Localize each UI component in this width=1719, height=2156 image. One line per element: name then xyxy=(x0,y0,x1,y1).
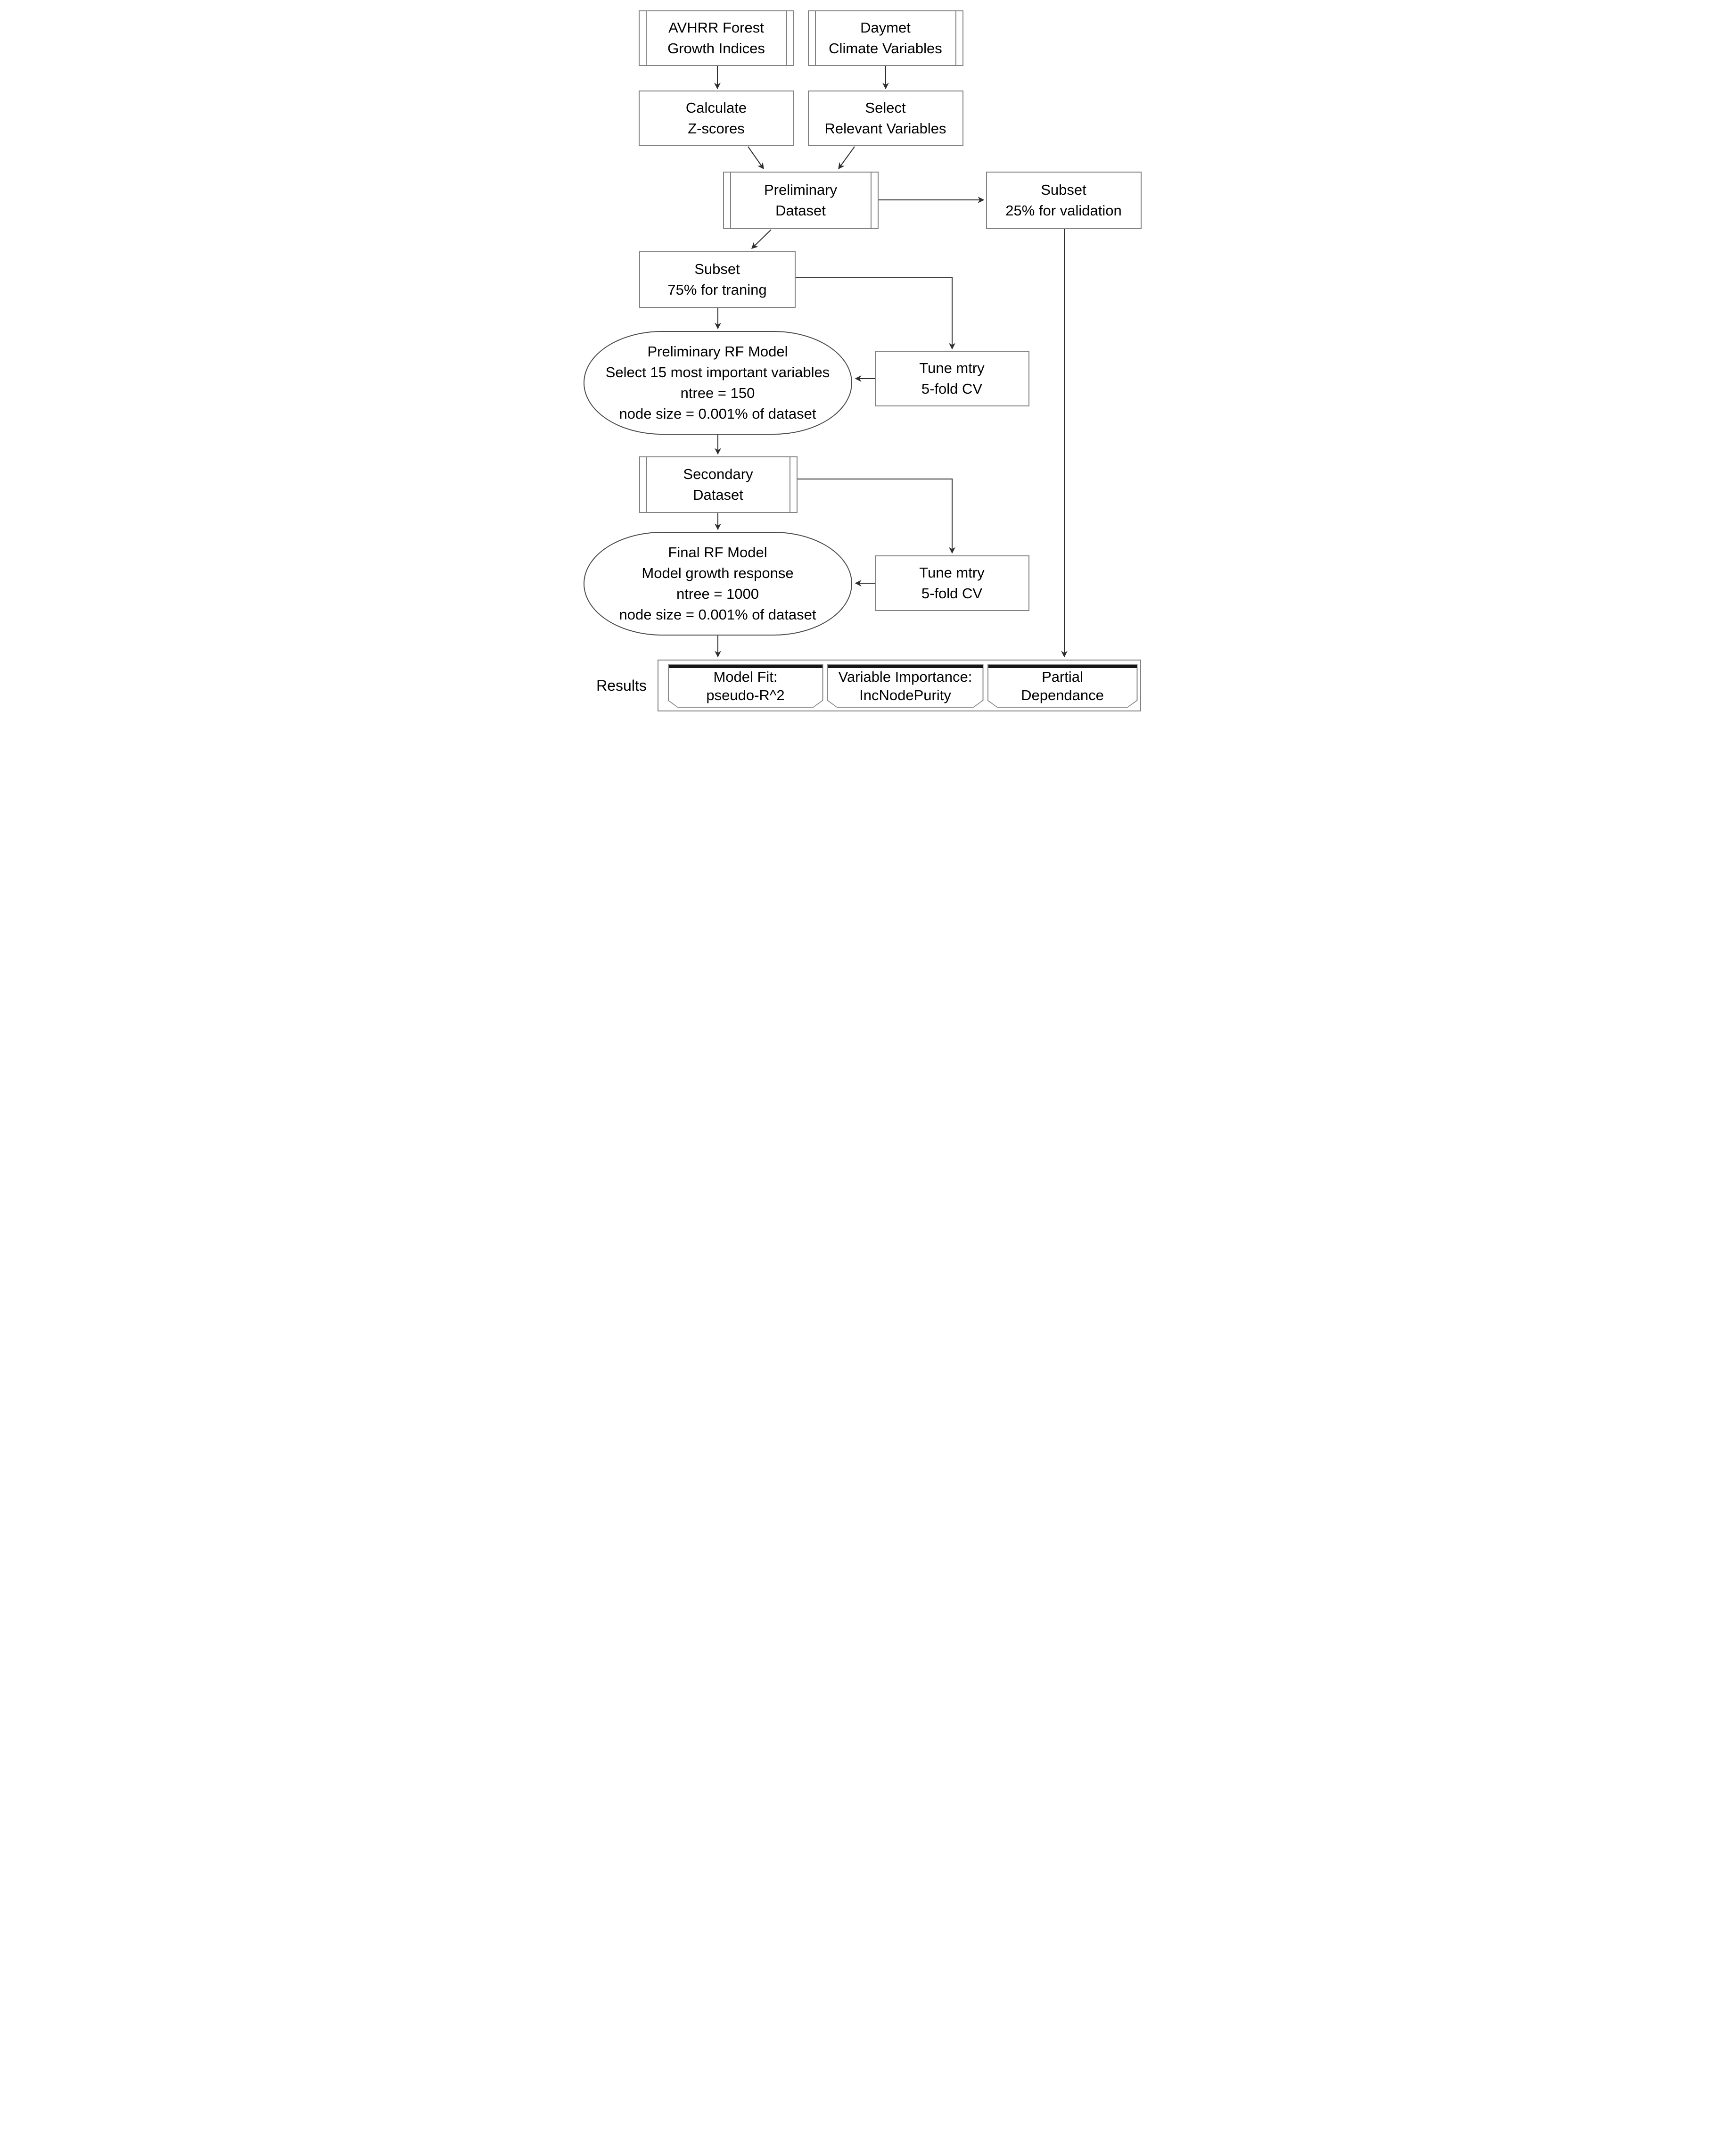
card-label-line: Variable Importance: xyxy=(838,669,972,685)
card-label-line: Dependance xyxy=(1021,687,1104,703)
node-label-line: Model growth response xyxy=(642,565,794,581)
node-label-line: 5-fold CV xyxy=(921,380,983,397)
connector-preliminary-dataset-to-subset-training xyxy=(751,229,772,249)
node-label-line: Dataset xyxy=(693,487,743,503)
node-label-line: Tune mtry xyxy=(919,360,985,376)
node-label-line: node size = 0.001% of dataset xyxy=(619,606,816,623)
card-label-line: Partial xyxy=(1042,669,1083,685)
connector-calculate-to-preliminary-dataset xyxy=(747,146,764,170)
card-top-bar xyxy=(828,665,983,668)
node-secondary-dataset: Secondary Dataset xyxy=(639,456,798,513)
result-card-model-fit: Model Fit: pseudo-R^2 xyxy=(668,664,823,708)
flowchart-canvas: AVHRR Forest Growth Indices Daymet Clima… xyxy=(573,0,1146,719)
results-label: Results xyxy=(596,677,647,694)
node-label-line: Z-scores xyxy=(688,120,745,137)
node-label-line: ntree = 1000 xyxy=(676,586,759,602)
node-preliminary-dataset: Preliminary Dataset xyxy=(723,172,879,229)
node-label-line: Preliminary RF Model xyxy=(647,343,788,360)
node-label-line: Select 15 most important variables xyxy=(605,364,830,380)
node-tune-mtry-2: Tune mtry 5-fold CV xyxy=(874,555,1029,611)
node-subset-75-training: Subset 75% for traning xyxy=(639,251,796,308)
node-preliminary-rf-model: Preliminary RF Model Select 15 most impo… xyxy=(583,331,852,435)
card-top-bar xyxy=(668,665,822,668)
connector-select-to-preliminary-dataset xyxy=(838,146,855,170)
card-label-line: Model Fit: xyxy=(713,669,778,685)
results-container: Model Fit: pseudo-R^2 Variable Importanc… xyxy=(657,660,1141,711)
node-final-rf-model: Final RF Model Model growth response ntr… xyxy=(583,532,852,636)
node-label-line: AVHRR Forest xyxy=(668,19,764,36)
node-label-line: Climate Variables xyxy=(829,40,942,57)
connector-subset-training-to-tune-mtry-1 xyxy=(795,277,955,350)
node-label-line: Tune mtry xyxy=(919,564,985,581)
node-label-line: Preliminary xyxy=(764,182,838,198)
node-label-line: Subset xyxy=(694,261,740,277)
node-label-line: Final RF Model xyxy=(668,544,767,561)
node-calculate-z-scores: Calculate Z-scores xyxy=(638,91,794,146)
card-top-bar xyxy=(988,665,1137,668)
node-label-line: 75% for traning xyxy=(667,281,767,298)
node-label-line: Subset xyxy=(1041,182,1086,198)
node-label-line: node size = 0.001% of dataset xyxy=(619,405,816,422)
node-label-line: Secondary xyxy=(683,466,753,482)
result-card-partial-dependence: Partial Dependance xyxy=(987,664,1138,708)
node-label-line: 5-fold CV xyxy=(921,585,983,602)
node-label-line: 25% for validation xyxy=(1005,202,1122,219)
node-label-line: Relevant Variables xyxy=(824,120,946,137)
node-label-line: Daymet xyxy=(860,19,911,36)
node-daymet-climate-variables: Daymet Climate Variables xyxy=(807,10,963,66)
node-subset-25-validation: Subset 25% for validation xyxy=(986,172,1142,229)
node-label-line: Calculate xyxy=(685,99,747,116)
result-card-variable-importance: Variable Importance: IncNodePurity xyxy=(827,664,984,708)
node-tune-mtry-1: Tune mtry 5-fold CV xyxy=(874,351,1029,406)
node-label-line: Dataset xyxy=(775,202,826,219)
card-label-line: IncNodePurity xyxy=(859,687,951,703)
node-select-relevant-variables: Select Relevant Variables xyxy=(807,91,963,146)
node-label-line: ntree = 150 xyxy=(680,385,755,401)
node-label-line: Select xyxy=(865,99,906,116)
card-label-line: pseudo-R^2 xyxy=(706,687,785,703)
node-avhrr-forest-growth-indices: AVHRR Forest Growth Indices xyxy=(638,10,794,66)
node-label-line: Growth Indices xyxy=(667,40,765,57)
